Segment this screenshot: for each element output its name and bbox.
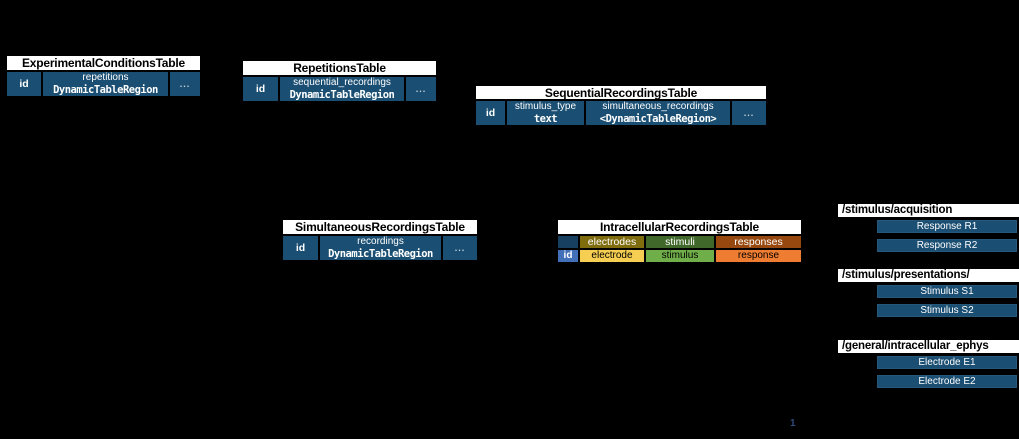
group-stimulus-acquisition: /stimulus/acquisition Response R1 Respon… <box>838 204 1019 252</box>
electrode-e2-box: Electrode E2 <box>877 375 1017 388</box>
column-id: id <box>283 236 318 260</box>
column-type: DynamicTableRegion <box>289 89 395 101</box>
category-stimuli: stimuli <box>646 236 714 248</box>
column-name: simultaneous_recordings <box>602 101 714 112</box>
table-sequential-recordings: SequentialRecordingsTable id stimulus_ty… <box>475 85 767 126</box>
column-stimulus-type: stimulus_type text <box>507 101 584 125</box>
column-id: id <box>7 72 41 96</box>
table-intracellular-recordings: IntracellularRecordingsTable electrodes … <box>557 219 802 263</box>
column-type: text <box>533 113 558 125</box>
group-general-intracellular-ephys: /general/intracellular_ephys Electrode E… <box>838 340 1019 388</box>
column-simultaneous-recordings: simultaneous_recordings <DynamicTableReg… <box>586 101 730 125</box>
column-repetitions: repetitions DynamicTableRegion <box>43 72 168 96</box>
group-path-label: /stimulus/presentations/ <box>838 269 1019 282</box>
table-title: RepetitionsTable <box>243 61 436 75</box>
column-ellipsis: ... <box>170 72 200 96</box>
group-path-label: /general/intracellular_ephys <box>838 340 1019 353</box>
column-sequential-recordings: sequential_recordings DynamicTableRegion <box>280 77 404 101</box>
column-id: id <box>243 77 278 101</box>
table-title: IntracellularRecordingsTable <box>558 220 801 234</box>
table-title: SequentialRecordingsTable <box>476 86 766 100</box>
group-stimulus-presentations: /stimulus/presentations/ Stimulus S1 Sti… <box>838 269 1019 317</box>
column-name: stimulus_type <box>514 101 577 112</box>
response-r1-box: Response R1 <box>877 220 1017 233</box>
table-repetitions: RepetitionsTable id sequential_recording… <box>242 60 437 102</box>
column-name: sequential_recordings <box>293 77 391 88</box>
category-electrodes: electrodes <box>580 236 644 248</box>
column-ellipsis: ... <box>732 101 766 125</box>
category-responses: responses <box>716 236 801 248</box>
column-type: DynamicTableRegion <box>328 248 433 260</box>
response-r2-box: Response R2 <box>877 239 1017 252</box>
column-name: recordings <box>357 236 404 247</box>
column-type: <DynamicTableRegion> <box>599 113 717 125</box>
column-electrode: electrode <box>580 250 644 262</box>
column-id: id <box>476 101 505 125</box>
column-recordings: recordings DynamicTableRegion <box>320 236 441 260</box>
table-title: SimultaneousRecordingsTable <box>283 220 477 234</box>
electrode-e1-box: Electrode E1 <box>877 356 1017 369</box>
column-id: id <box>558 250 578 262</box>
group-path-label: /stimulus/acquisition <box>838 204 1019 217</box>
column-ellipsis: ... <box>406 77 436 101</box>
column-name: repetitions <box>82 72 129 83</box>
table-experimental-conditions: ExperimentalConditionsTable id repetitio… <box>6 55 201 97</box>
category-spacer-cell <box>558 236 578 248</box>
stimulus-s2-box: Stimulus S2 <box>877 304 1017 317</box>
table-simultaneous-recordings: SimultaneousRecordingsTable id recording… <box>282 219 478 261</box>
table-title: ExperimentalConditionsTable <box>7 56 200 70</box>
column-stimulus: stimulus <box>646 250 714 262</box>
footnote-marker: 1 <box>790 418 796 429</box>
column-response: response <box>716 250 801 262</box>
column-ellipsis: ... <box>443 236 477 260</box>
stimulus-s1-box: Stimulus S1 <box>877 285 1017 298</box>
column-type: DynamicTableRegion <box>53 84 158 96</box>
